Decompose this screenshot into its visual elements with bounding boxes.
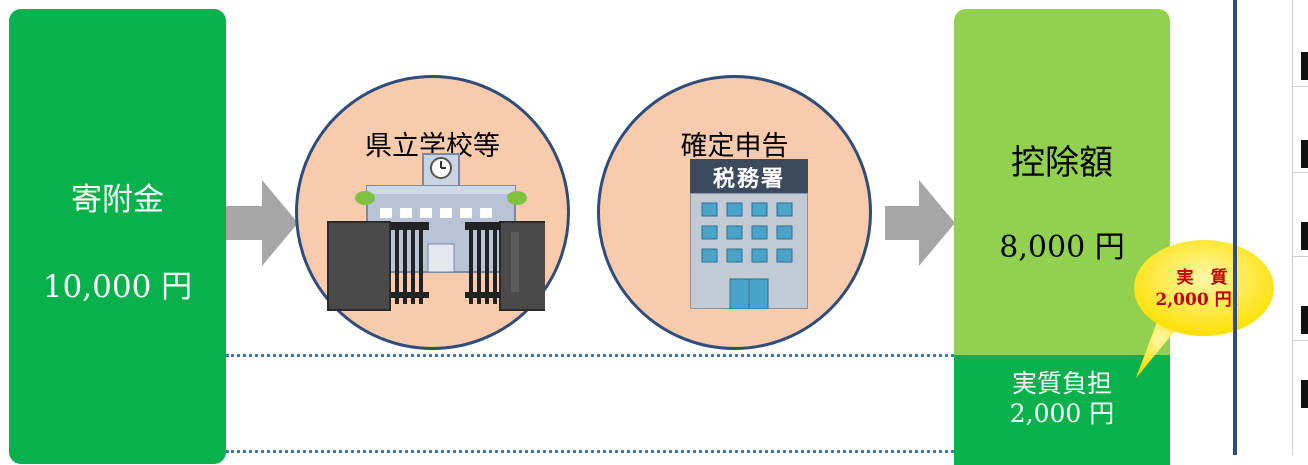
callout-text-line2: 2,000 円！ xyxy=(1155,290,1249,310)
tax-return-circle: 確定申告 税務署 xyxy=(597,75,872,350)
tax-return-title: 確定申告 xyxy=(680,131,789,162)
dotted-line-upper xyxy=(226,354,954,357)
school-circle: 県立学校等 xyxy=(295,75,570,350)
donation-label: 寄附金 xyxy=(71,182,164,218)
arrow-right-icon xyxy=(226,180,298,266)
dotted-line-lower xyxy=(226,450,954,453)
actual-burden-label: 実質負担 xyxy=(1011,369,1112,398)
actual-burden-box: 実質負担 2,000 円 xyxy=(954,355,1170,465)
tax-office-building-icon: 税務署 xyxy=(690,159,808,309)
table-edge xyxy=(1292,0,1308,455)
arrow-right-icon-2 xyxy=(885,180,955,266)
actual-burden-amount: 2,000 円 xyxy=(1009,399,1115,428)
donation-amount: 10,000 円 xyxy=(42,269,193,305)
vertical-divider xyxy=(1233,0,1237,455)
speech-bubble-icon xyxy=(1134,240,1274,378)
school-building-icon xyxy=(327,153,545,311)
deduction-label: 控除額 xyxy=(1011,143,1113,183)
callout-text-line1: 実 質 xyxy=(1176,268,1228,288)
deduction-amount: 8,000 円 xyxy=(999,230,1125,265)
donation-box: 寄附金 10,000 円 xyxy=(9,9,226,464)
tax-office-sign: 税務署 xyxy=(712,167,785,192)
